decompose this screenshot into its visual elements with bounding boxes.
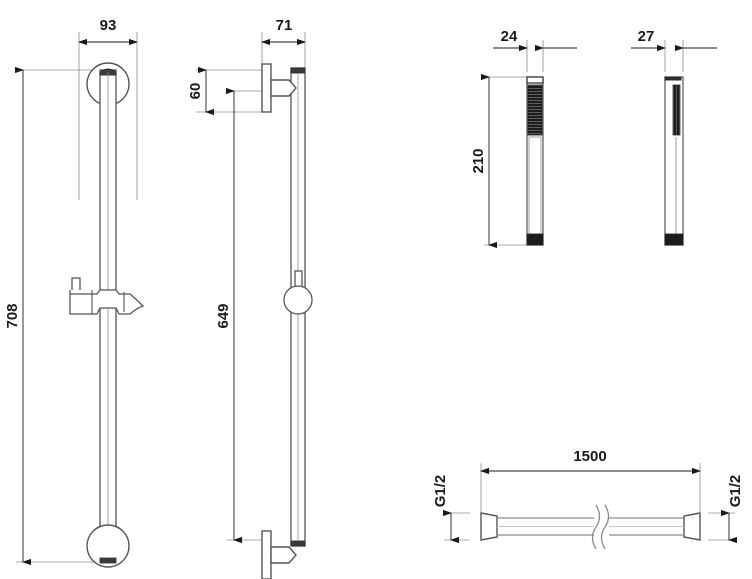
hose-fitting-left [480, 512, 498, 541]
ext-lines-hose-thread-left [444, 512, 470, 541]
dim-label-hose-thread-left: G1/2 [432, 475, 449, 508]
dim-label-hose-length-1500: 1500 [573, 448, 606, 465]
handshower-front-face-plate [526, 76, 544, 84]
ext-lines-hs-height-210 [484, 76, 527, 246]
handshower-side-base-cap [664, 233, 684, 246]
ext-lines-hose-length-1500 [480, 463, 701, 512]
ext-lines-length-649 [226, 90, 268, 541]
dim-label-length-649: 649 [215, 303, 232, 328]
dim-label-height-708: 708 [4, 303, 21, 328]
dim-label-width-93: 93 [100, 17, 117, 34]
handshower-front-base-cap [526, 233, 544, 246]
ext-lines-hs-side-width-27 [664, 40, 684, 72]
sliding-holder-side [283, 270, 313, 315]
dim-label-hs-width-24: 24 [501, 28, 518, 45]
handshower-front-spray-head [527, 84, 543, 136]
handshower-front-handle [528, 136, 542, 236]
bottom-wall-bracket-side [261, 530, 297, 579]
ext-lines-width-93 [78, 32, 138, 200]
rail-top-cap-side [290, 67, 306, 74]
bottom-wall-rosette-front [86, 524, 130, 568]
handshower-side-spray-head [672, 84, 681, 136]
dim-label-hose-thread-right: G1/2 [727, 475, 744, 508]
rail-bottom-cap-front [99, 557, 117, 564]
hose-break-symbol [591, 504, 610, 550]
view-front-rail: 93 708 [4, 17, 145, 568]
sliding-holder-front-detail [91, 290, 125, 314]
ext-lines-hs-width-24 [526, 40, 544, 72]
sliding-holder-front [69, 277, 145, 315]
hose-tube [497, 517, 684, 536]
view-shower-hose: 1500 G1/2 G1/2 [432, 448, 744, 550]
view-handshower-side: 27 [631, 28, 717, 246]
hose-fitting-right [683, 512, 701, 541]
dim-label-depth-71: 71 [276, 17, 293, 34]
top-wall-bracket-side [261, 63, 297, 113]
rail-bottom-cap-side [290, 540, 306, 547]
ext-lines-hose-thread-right [708, 512, 735, 541]
dim-label-hs-height-210: 210 [470, 148, 487, 173]
handshower-side-face-plate [664, 76, 682, 81]
view-side-rail: 71 60 649 [187, 17, 313, 579]
view-handshower-front: 24 210 [470, 28, 577, 249]
dim-label-offset-60: 60 [187, 83, 204, 100]
dim-label-hs-side-width-27: 27 [638, 28, 655, 45]
